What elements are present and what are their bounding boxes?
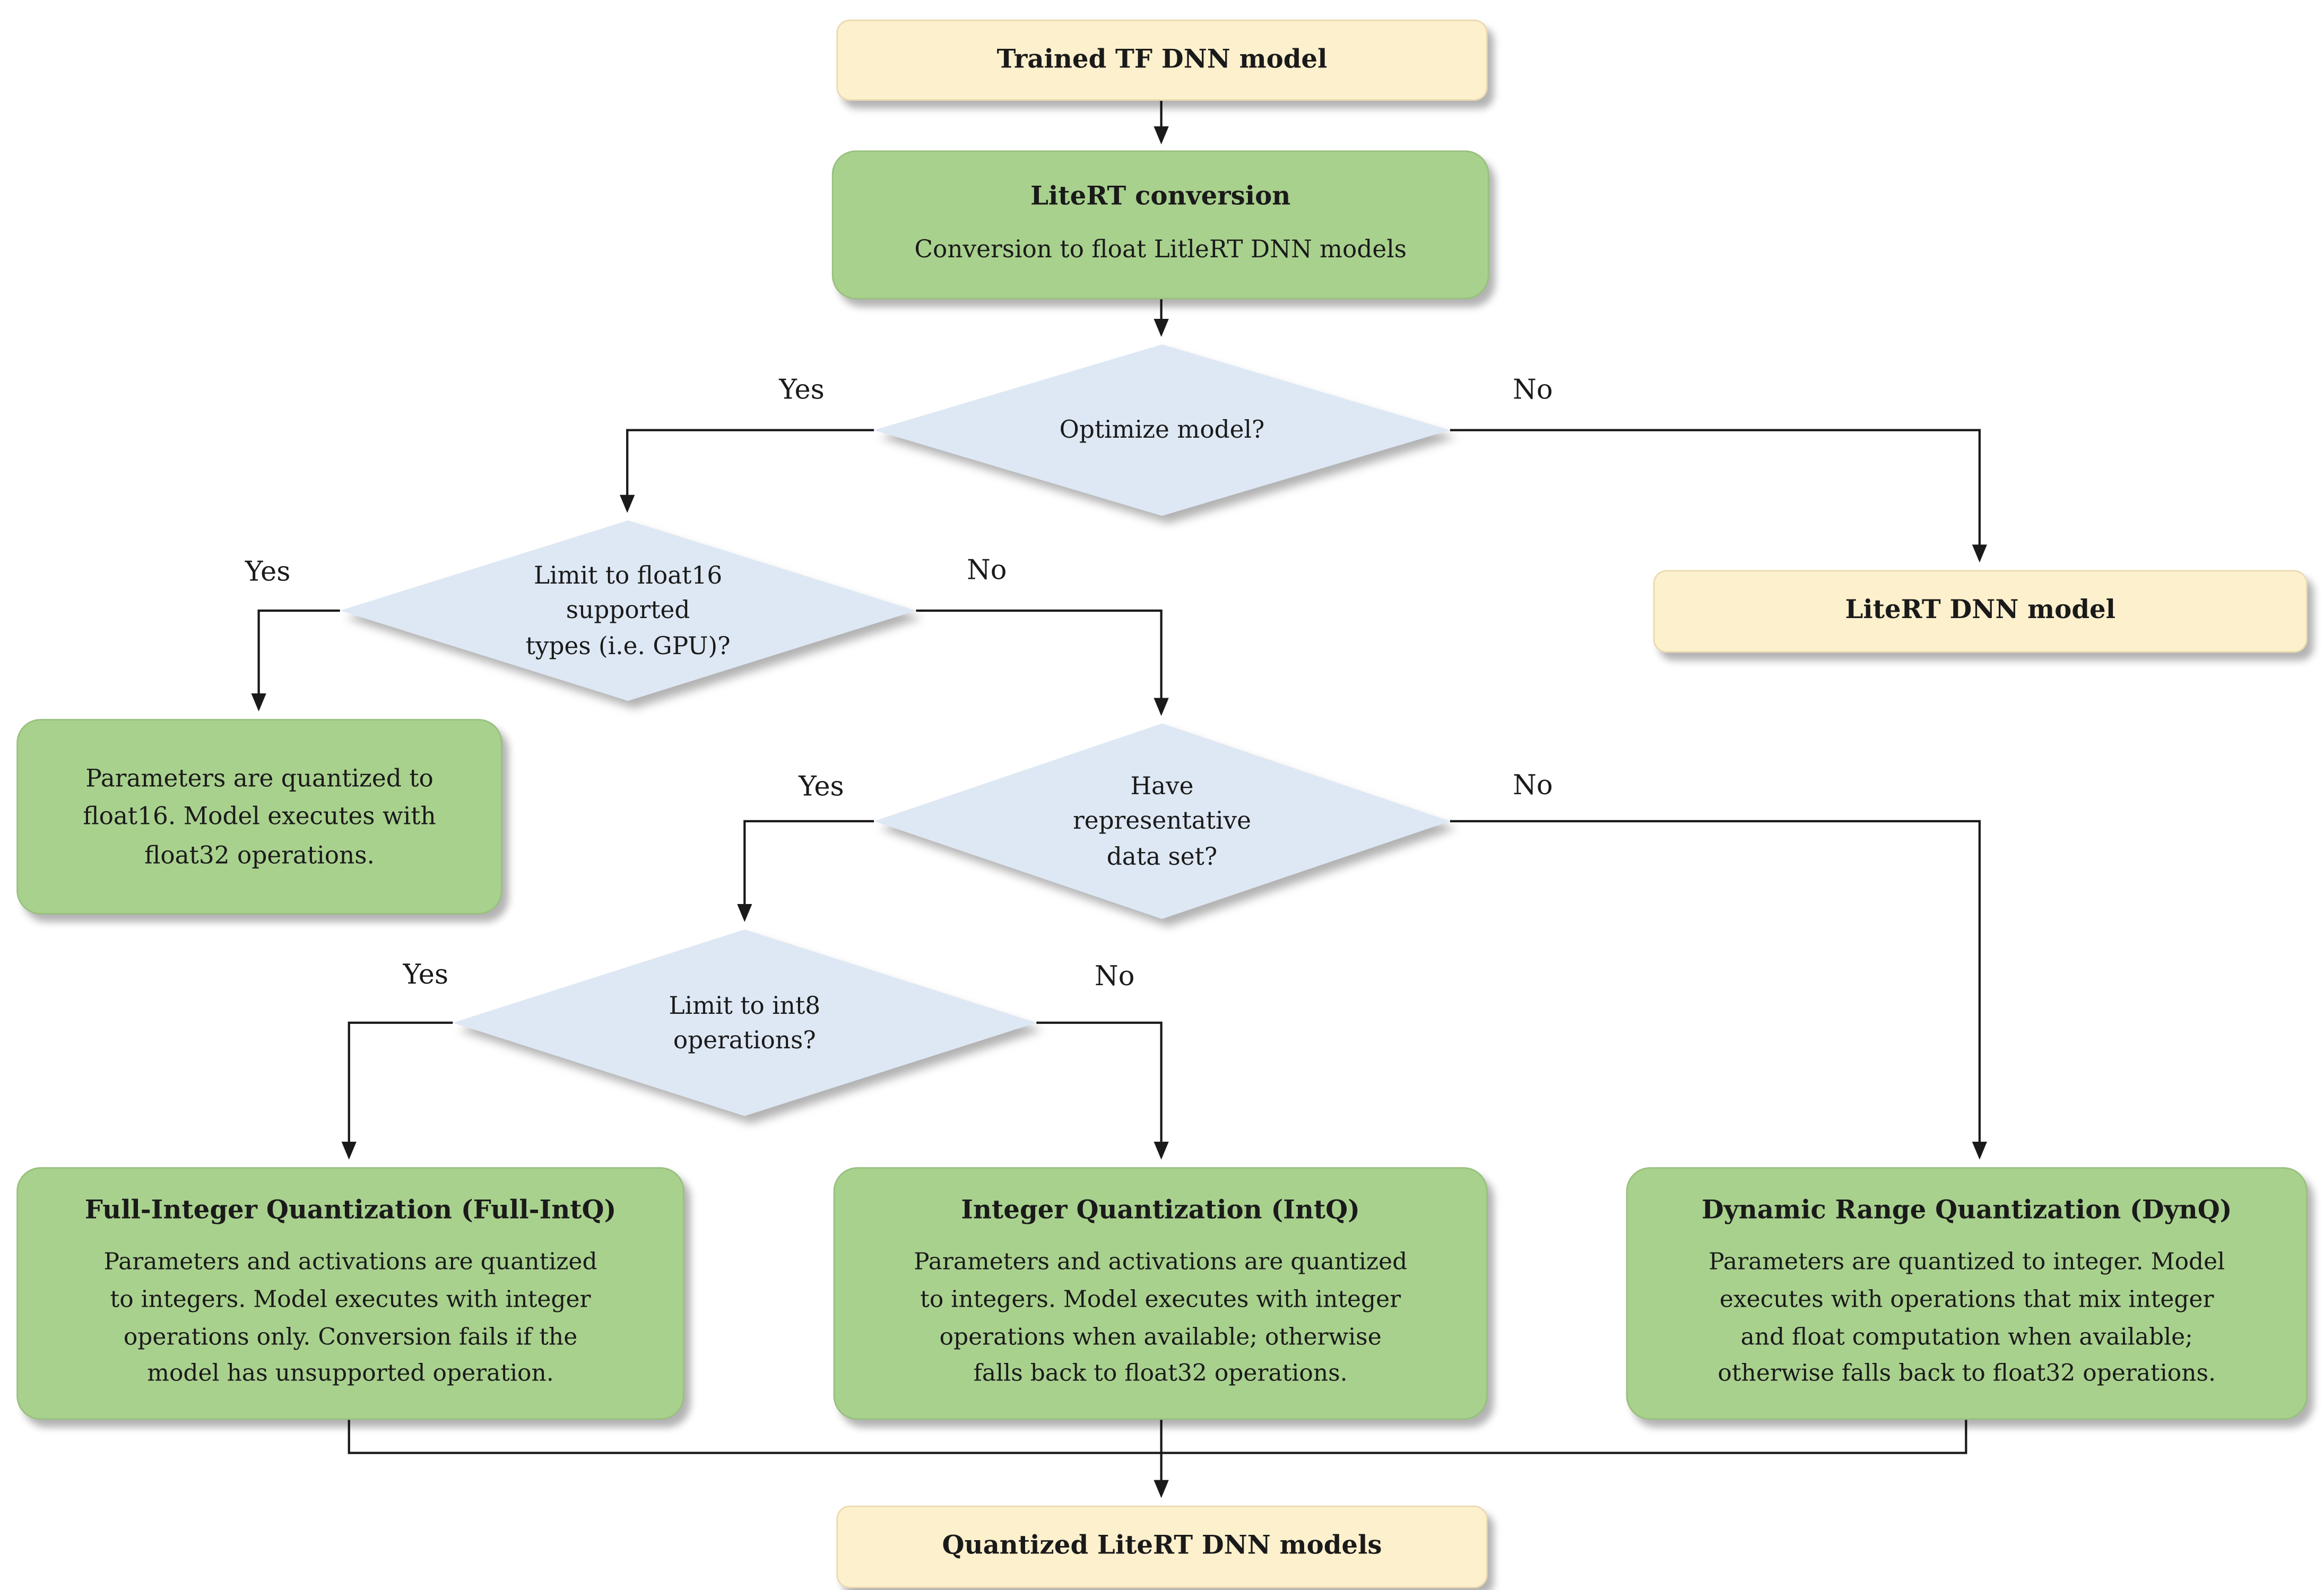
edge-float16-yes (251, 609, 340, 711)
node-float16-quantization-result: Parameters are quantized to float16. Mod… (16, 719, 502, 915)
branch-label-float16-no: No (967, 555, 1007, 587)
decision-question: Have representative data set? (874, 723, 1450, 919)
branch-label-optimize-yes: Yes (779, 374, 825, 406)
edge-optimize-no (1450, 429, 1988, 563)
decision-question: Limit to float16 supported types (i.e. G… (340, 520, 916, 701)
edge-dataset-yes (737, 820, 874, 922)
node-body: Conversion to float LitleRT DNN models (914, 234, 1407, 264)
decision-question: Limit to int8 operations? (453, 929, 1037, 1116)
edge-float16-no (916, 609, 1169, 716)
branch-label-dataset-no: No (1513, 770, 1553, 802)
node-body: Parameters and activations are quantized… (914, 1248, 1408, 1387)
decision-limit-float16: Limit to float16 supported types (i.e. G… (340, 520, 916, 701)
node-title: Integer Quantization (IntQ) (961, 1195, 1360, 1226)
node-quantized-litert-dnn-models: Quantized LiteRT DNN models (836, 1505, 1488, 1588)
decision-optimize-model: Optimize model? (874, 344, 1450, 516)
edge-int8-yes (341, 1021, 453, 1160)
node-litert-dnn-model: LiteRT DNN model (1653, 570, 2308, 653)
node-label: Quantized LiteRT DNN models (942, 1532, 1382, 1562)
node-label: Trained TF DNN model (996, 45, 1328, 75)
node-body: Parameters are quantized to integer. Mod… (1709, 1248, 2225, 1387)
branch-label-int8-yes: Yes (403, 959, 449, 992)
branch-label-int8-no: No (1095, 961, 1135, 993)
decision-have-representative-dataset: Have representative data set? (874, 723, 1450, 919)
node-title: Full-Integer Quantization (Full-IntQ) (84, 1195, 617, 1226)
node-title: LiteRT conversion (1030, 182, 1291, 213)
node-integer-quantization: Integer Quantization (IntQ) Parameters a… (833, 1167, 1488, 1420)
edge-dataset-no (1450, 820, 1988, 1160)
edge-optimize-yes (620, 429, 874, 513)
node-label: LiteRT DNN model (1845, 596, 2116, 627)
branch-label-float16-yes: Yes (245, 556, 291, 588)
edge-int8-no (1036, 1021, 1169, 1160)
branch-label-dataset-yes: Yes (799, 771, 844, 803)
decision-question: Optimize model? (874, 344, 1450, 516)
node-trained-tf-dnn-model: Trained TF DNN model (836, 19, 1488, 101)
node-body: Parameters are quantized to float16. Mod… (83, 763, 436, 870)
node-body: Parameters and activations are quantized… (103, 1248, 597, 1387)
node-litert-conversion: LiteRT conversion Conversion to float Li… (831, 150, 1489, 300)
branch-label-optimize-no: No (1513, 374, 1553, 406)
edge-merge-bus (348, 1420, 1967, 1454)
decision-limit-int8: Limit to int8 operations? (453, 929, 1037, 1116)
node-dynamic-range-quantization: Dynamic Range Quantization (DynQ) Parame… (1626, 1167, 2308, 1420)
node-full-integer-quantization: Full-Integer Quantization (Full-IntQ) Pa… (16, 1167, 684, 1420)
node-title: Dynamic Range Quantization (DynQ) (1702, 1195, 2232, 1226)
